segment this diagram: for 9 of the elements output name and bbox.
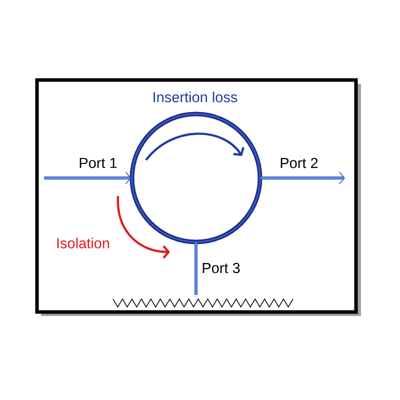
text-label: Insertion loss: [154, 92, 238, 102]
circle: [130, 112, 262, 244]
arrow: [260, 172, 345, 184]
arrow: [44, 172, 132, 184]
edge-label: Port 2: [280, 158, 318, 168]
edge-label: Port 1: [80, 158, 117, 168]
zigzag-line: [112, 298, 294, 308]
text-label: Isolation: [57, 238, 110, 248]
edge-label: Port 3: [202, 262, 240, 274]
